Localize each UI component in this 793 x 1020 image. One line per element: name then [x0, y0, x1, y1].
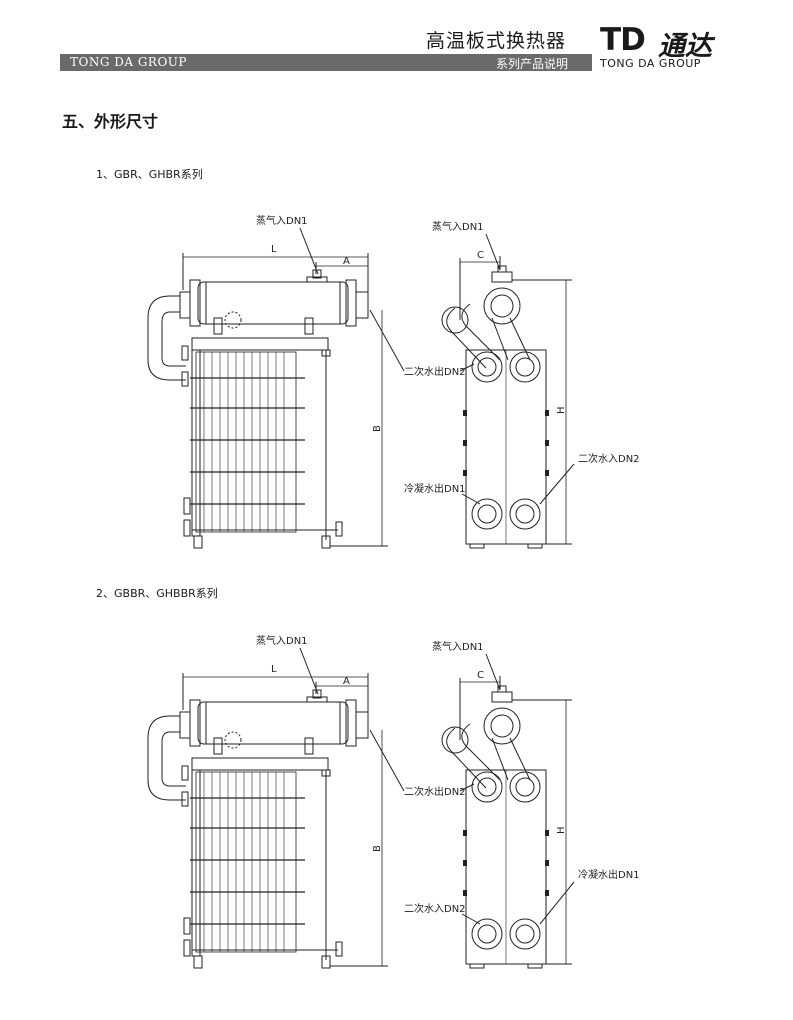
upper-side-label: 二次水出DN2 — [404, 365, 466, 378]
logo-mark: TD — [600, 22, 646, 58]
dim-h-label: H — [556, 826, 567, 834]
side-steam-inlet-label: 蒸气入DN1 — [256, 214, 308, 227]
header-group-name: TONG DA GROUP — [70, 55, 187, 69]
logo-chinese: 通达 — [658, 31, 712, 62]
front-view: 蒸气入DN1 C H — [369, 220, 640, 549]
dim-b-label: B — [372, 425, 383, 432]
company-logo: TD 通达 TONG DA GROUP — [600, 22, 724, 72]
section-heading: 五、外形尺寸 — [62, 112, 159, 131]
front-steam-inlet-label: 蒸气入DN1 — [432, 220, 484, 233]
side-view: L A 蒸气入DN1 — [147, 214, 388, 549]
dim-l-label: L — [271, 244, 277, 255]
series-1-drawing: L A 蒸气入DN1 — [147, 214, 640, 549]
lower-right-label: 二次水入DN2 — [578, 452, 640, 465]
front-steam-inlet-label: 蒸气入DN1 — [432, 640, 484, 653]
upper-side-label: 二次水出DN2 — [404, 785, 466, 798]
lower-right-label: 冷凝水出DN1 — [578, 868, 640, 881]
dim-h-label: H — [556, 406, 567, 414]
dim-c-label: C — [477, 250, 484, 261]
series-2-label: 2、GBBR、GHBBR系列 — [96, 587, 218, 600]
dim-c-label: C — [477, 670, 484, 681]
dim-a-label: A — [343, 256, 350, 267]
lower-left-label: 冷凝水出DN1 — [404, 482, 466, 495]
logo-english: TONG DA GROUP — [600, 57, 701, 70]
side-steam-inlet-label: 蒸气入DN1 — [256, 634, 308, 647]
side-view: L A 蒸气入DN1 — [147, 634, 388, 969]
header-bar — [60, 54, 592, 71]
header-subtitle: 系列产品说明 — [496, 57, 569, 71]
document-title: 高温板式换热器 — [426, 30, 567, 52]
front-view: 蒸气入DN1 C H 二次水出DN2 — [369, 640, 640, 969]
series-2-drawing: L A 蒸气入DN1 — [147, 634, 640, 969]
lower-left-label: 二次水入DN2 — [404, 902, 466, 915]
dim-a-label: A — [343, 676, 350, 687]
dim-l-label: L — [271, 664, 277, 675]
dim-b-label: B — [372, 845, 383, 852]
series-1-label: 1、GBR、GHBR系列 — [96, 168, 203, 181]
